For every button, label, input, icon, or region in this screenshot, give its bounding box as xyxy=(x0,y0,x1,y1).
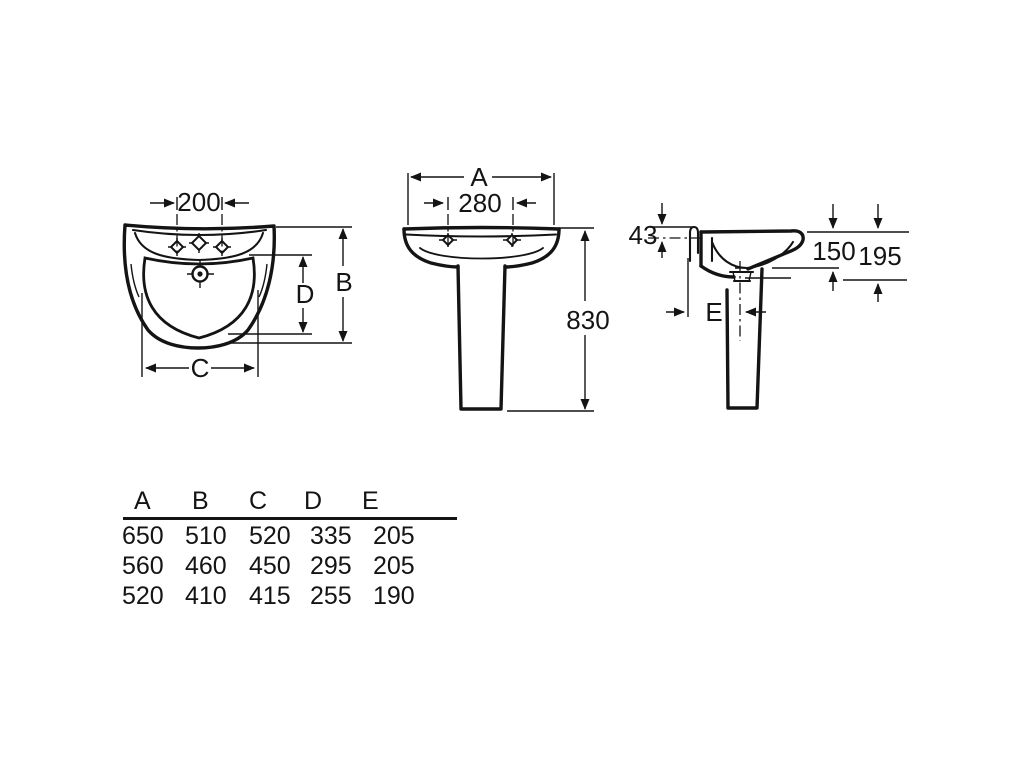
table-cell: 295 xyxy=(310,552,352,580)
tap-hole-right xyxy=(213,238,231,256)
dim-A: A xyxy=(407,162,555,225)
front-rim-inner xyxy=(404,233,558,238)
dim-C: C xyxy=(141,290,259,383)
dim-830: 830 xyxy=(507,227,610,412)
side-fixing-lug xyxy=(688,225,700,263)
plan-dim-B-label: B xyxy=(335,267,352,297)
side-dim-195-label: 195 xyxy=(858,241,901,271)
table-cell: 190 xyxy=(373,582,415,610)
table-header-C: C xyxy=(249,487,268,515)
drain-symbol xyxy=(187,261,214,288)
table-cell: 460 xyxy=(185,552,227,580)
dim-150-195: 150 195 xyxy=(745,204,909,302)
dim-D: D xyxy=(228,254,315,335)
table-cell: 520 xyxy=(249,522,291,550)
front-dim-830-label: 830 xyxy=(566,305,609,335)
table-header-A: A xyxy=(134,487,151,515)
dim-280: 280 xyxy=(424,188,536,248)
table-cell: 415 xyxy=(249,582,291,610)
front-lip-arc xyxy=(419,247,544,260)
plan-rim-arc-left xyxy=(130,263,140,298)
front-dim-280-label: 280 xyxy=(458,188,501,218)
front-pedestal xyxy=(456,264,507,411)
plan-dim-D-label: D xyxy=(296,279,315,309)
dim-E: E xyxy=(666,258,766,341)
fixing-hole-right xyxy=(503,233,521,247)
side-dim-43-label: 43 xyxy=(629,220,658,250)
side-dim-150-label: 150 xyxy=(812,236,855,266)
plan-rim-arc-right xyxy=(258,263,268,298)
table-cell: 560 xyxy=(122,552,164,580)
plan-dim-200-label: 200 xyxy=(177,187,220,217)
dim-200: 200 xyxy=(150,187,249,254)
dim-43: 43 xyxy=(629,203,703,258)
side-rim-lip xyxy=(699,229,805,271)
front-rim-top xyxy=(402,225,561,231)
plan-dim-C-label: C xyxy=(191,353,210,383)
drain-tailpiece xyxy=(728,267,755,283)
plan-basin-outline xyxy=(122,223,276,350)
plan-deck-front-edge xyxy=(133,231,265,262)
table-cell: 255 xyxy=(310,582,352,610)
plan-view: 200 B D C xyxy=(122,187,353,383)
side-pedestal xyxy=(725,267,764,410)
side-view: 43 150 195 E xyxy=(629,203,909,410)
plan-bowl-outline xyxy=(142,256,256,340)
table-cell: 410 xyxy=(185,582,227,610)
table-cell: 450 xyxy=(249,552,291,580)
front-basin-right xyxy=(503,227,561,269)
side-bowl-inner xyxy=(710,240,795,270)
dim-B: B xyxy=(225,226,353,344)
table-cell: 335 xyxy=(310,522,352,550)
table-cell: 650 xyxy=(122,522,164,550)
front-dim-A-label: A xyxy=(470,162,488,192)
table-header-B: B xyxy=(192,487,209,515)
table-cell: 520 xyxy=(122,582,164,610)
side-dim-E-label: E xyxy=(705,297,722,327)
table-header-rule xyxy=(123,517,457,520)
table-cell: 205 xyxy=(373,552,415,580)
front-basin-left xyxy=(402,227,460,269)
table-header-E: E xyxy=(362,487,379,515)
tap-hole-center xyxy=(189,233,209,253)
table-header-D: D xyxy=(304,487,323,515)
side-shell-bottom xyxy=(699,264,736,279)
table-cell: 510 xyxy=(185,522,227,550)
front-view: A 280 830 xyxy=(402,162,610,412)
table-cell: 205 xyxy=(373,522,415,550)
